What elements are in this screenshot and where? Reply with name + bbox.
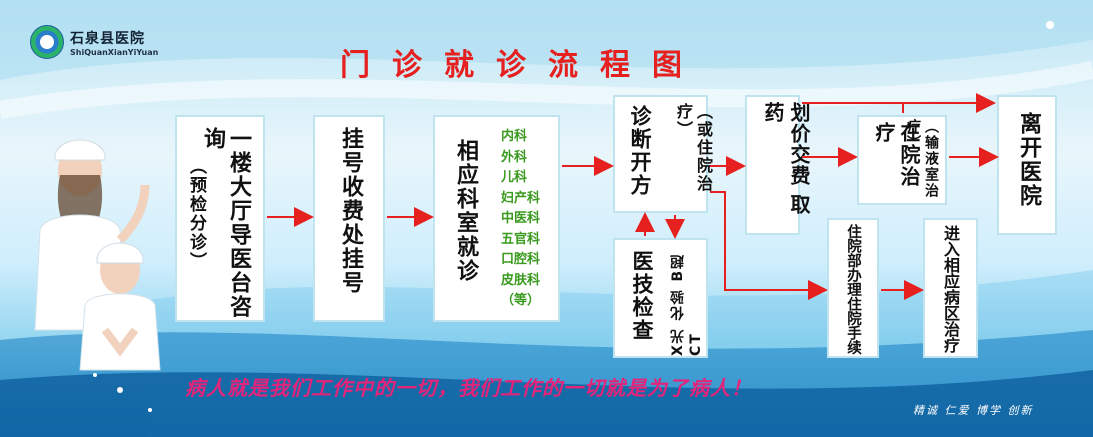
nurses-illustration <box>34 139 161 371</box>
dept-item: 口腔科 <box>501 252 541 267</box>
step-box-medical-test: 医技检查 X光 化验 B超 CT <box>613 238 708 358</box>
step-box-ward: 进入相应病区治疗 <box>923 218 978 358</box>
step-medical-test-label: 医技检查 <box>630 250 654 342</box>
step-box-admission: 住院部办理住院手续 <box>827 218 879 358</box>
step-box-treatment: 在院治疗 （输液室治疗） <box>857 115 947 205</box>
step-register-label: 挂号收费处挂号 <box>338 127 363 295</box>
step-box-diagnosis: 诊断开方 （或住院治疗） <box>613 95 713 213</box>
step-payment-label: 划价交费 取药 <box>761 102 811 215</box>
step-ward-label: 进入相应病区治疗 <box>941 225 960 353</box>
step-consult-note: （预检分诊） <box>186 157 206 271</box>
step-medical-test-note: X光 化验 B超 CT <box>670 252 704 356</box>
step-box-leave: 离开医院 <box>997 95 1057 235</box>
hospital-name: 石泉县医院 <box>70 30 145 47</box>
step-box-payment: 划价交费 取药 <box>745 95 811 235</box>
dept-item: 皮肤科 <box>501 272 541 288</box>
step-box-department: 相应科室就诊 内科 外科 儿科 妇产科 中医科 五官科 口腔科 皮肤科 （等） <box>433 115 560 322</box>
motto: 精诚 仁爱 博学 创新 <box>913 404 1034 417</box>
step-admission-label: 住院部办理住院手续 <box>845 224 861 355</box>
dept-item: 外科 <box>501 149 528 165</box>
dept-item: （等） <box>501 293 541 308</box>
step-department-label: 相应科室就诊 <box>453 139 478 283</box>
page-title: 门诊就诊流程图 <box>340 48 704 83</box>
step-diagnosis-label: 诊断开方 <box>628 105 652 197</box>
hospital-emblem-icon <box>30 25 64 59</box>
step-box-register: 挂号收费处挂号 <box>313 115 385 322</box>
step-treatment-label: 在院治疗 <box>872 122 921 188</box>
dept-item: 中医科 <box>501 211 541 226</box>
slogan: 病人就是我们工作中的一切，我们工作的一切就是为了病人！ <box>185 376 752 400</box>
step-box-consult: 一楼大厅导医台咨询 （预检分诊） <box>175 115 265 322</box>
dept-item: 内科 <box>501 129 528 144</box>
step-consult-label: 一楼大厅导医台咨询 <box>200 127 251 319</box>
dept-item: 儿科 <box>501 170 528 185</box>
hospital-logo: 石泉县医院 ShiQuanXianYiYuan <box>30 25 158 59</box>
step-diagnosis-note: （或住院治疗） <box>674 103 713 193</box>
dept-item: 妇产科 <box>501 190 541 206</box>
step-treatment-note: （输液室治疗） <box>905 119 939 199</box>
dept-item: 五官科 <box>501 231 541 247</box>
step-leave-label: 离开医院 <box>1016 112 1041 208</box>
hospital-pinyin: ShiQuanXianYiYuan <box>70 47 159 57</box>
department-list: 内科 外科 儿科 妇产科 中医科 五官科 口腔科 皮肤科 （等） <box>501 127 557 312</box>
